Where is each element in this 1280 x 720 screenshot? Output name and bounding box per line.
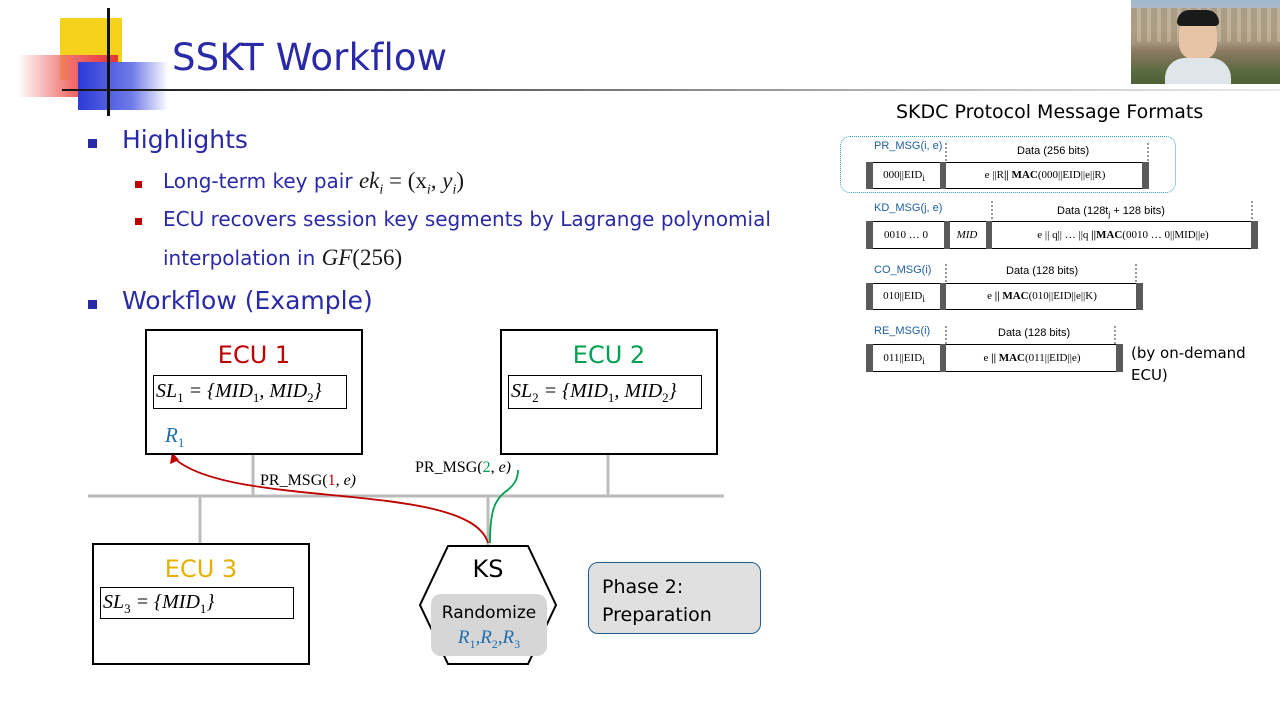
co-cap-left bbox=[866, 283, 873, 310]
phase-line1: Phase 2: bbox=[602, 576, 684, 598]
webcam-video bbox=[1131, 0, 1280, 84]
bullet-square-icon bbox=[88, 300, 97, 309]
pr-cap-mid bbox=[940, 162, 946, 189]
ecu1-title: ECU 1 bbox=[217, 341, 291, 369]
ecu1-r1: R1 bbox=[165, 423, 185, 451]
re-cap-left bbox=[866, 344, 873, 372]
kd-msg-label: KD_MSG(j, e) bbox=[874, 202, 943, 214]
kd-cap-mid2 bbox=[986, 221, 992, 249]
ks-randomize-label: Randomize bbox=[441, 603, 537, 623]
ecu2-box: ECU 2 SL2 = {MID1, MID2} bbox=[500, 329, 718, 455]
pr-cap-left bbox=[866, 162, 873, 189]
re-cap-right bbox=[1116, 344, 1123, 372]
ks-randomize-box: Randomize R1,R2,R3 bbox=[431, 594, 547, 656]
kd-cap-mid1 bbox=[944, 221, 950, 249]
pr-highlight-frame bbox=[840, 136, 1176, 193]
msg2-label: PR_MSG(2, e) bbox=[415, 459, 512, 474]
bullet-lagrange-line2: interpolation in GF(256) bbox=[163, 245, 403, 270]
re-msg-note: (by on-demand ECU) bbox=[1131, 344, 1246, 384]
pr-msg-data-label: Data (256 bits) bbox=[1017, 145, 1090, 157]
kd-msg-data-label: Data (128tj + 128 bits) bbox=[1057, 205, 1165, 220]
re-cap-mid bbox=[940, 344, 946, 372]
ks-randomize-values: R1,R2,R3 bbox=[457, 627, 521, 651]
ecu2-title: ECU 2 bbox=[572, 341, 646, 369]
ecu1-sl: SL1 = {MID1, MID2} bbox=[153, 375, 347, 409]
re-msg-header-cell: 011||EIDi bbox=[866, 344, 942, 372]
kd-msg-header-cell: 0010 … 0 bbox=[866, 221, 946, 249]
co-msg-header-cell: 010||EIDi bbox=[866, 283, 942, 310]
co-msg-label: CO_MSG(i) bbox=[874, 264, 932, 276]
logo-decoration bbox=[18, 0, 1280, 120]
ecu3-box: ECU 3 SL3 = {MID1} bbox=[92, 543, 310, 665]
bullet-square-icon bbox=[88, 139, 97, 148]
pr-cap-right bbox=[1142, 162, 1149, 189]
kd-cap-right bbox=[1251, 221, 1258, 249]
re-msg-data-cell: e || MAC(011||EID||e) bbox=[942, 344, 1122, 372]
phase-line2: Preparation bbox=[602, 604, 712, 626]
phase-box: Phase 2: Preparation bbox=[588, 562, 761, 634]
pr-msg-label: PR_MSG(i, e) bbox=[874, 140, 943, 152]
pr-msg-data-cell: e ||R|| MAC(000||EID||e||R) bbox=[942, 162, 1148, 189]
sub-bullet-icon bbox=[135, 218, 142, 225]
co-msg-data-label: Data (128 bits) bbox=[1006, 265, 1079, 277]
ecu2-sl: SL2 = {MID1, MID2} bbox=[508, 375, 702, 409]
sub-bullet-icon bbox=[135, 181, 142, 188]
workflow-heading: Workflow (Example) bbox=[122, 286, 373, 315]
formats-title: SKDC Protocol Message Formats bbox=[896, 101, 1204, 123]
msg1-label: PR_MSG(1, e) bbox=[260, 472, 357, 489]
re-msg-data-label: Data (128 bits) bbox=[998, 327, 1071, 339]
co-msg-data-cell: e || MAC(010||EID||e||K) bbox=[942, 283, 1142, 310]
ks-title: KS bbox=[472, 555, 504, 583]
pr-msg-header-cell: 000||EIDi bbox=[866, 162, 942, 189]
co-cap-right bbox=[1136, 283, 1143, 310]
bullet-key-pair: Long-term key pair eki = (xi, yi) bbox=[163, 168, 465, 198]
msg2-arrow bbox=[489, 469, 519, 544]
kd-msg-data-cell: e || q|| … ||q ||MAC(0010 … 0||MID||e) bbox=[988, 221, 1258, 249]
msg1-arrow bbox=[173, 457, 489, 544]
ecu3-sl: SL3 = {MID1} bbox=[100, 587, 294, 619]
re-msg-label: RE_MSG(i) bbox=[874, 325, 931, 337]
highlights-heading: Highlights bbox=[122, 125, 248, 154]
msg1-arrowhead bbox=[170, 452, 179, 464]
kd-cap-left bbox=[866, 221, 873, 249]
page-title: SSKT Workflow bbox=[172, 36, 448, 79]
ecu1-box: ECU 1 SL1 = {MID1, MID2} R1 bbox=[145, 329, 363, 455]
ecu3-title: ECU 3 bbox=[164, 555, 238, 583]
bullet-lagrange-line1: ECU recovers session key segments by Lag… bbox=[163, 207, 771, 231]
co-cap-mid bbox=[940, 283, 946, 310]
